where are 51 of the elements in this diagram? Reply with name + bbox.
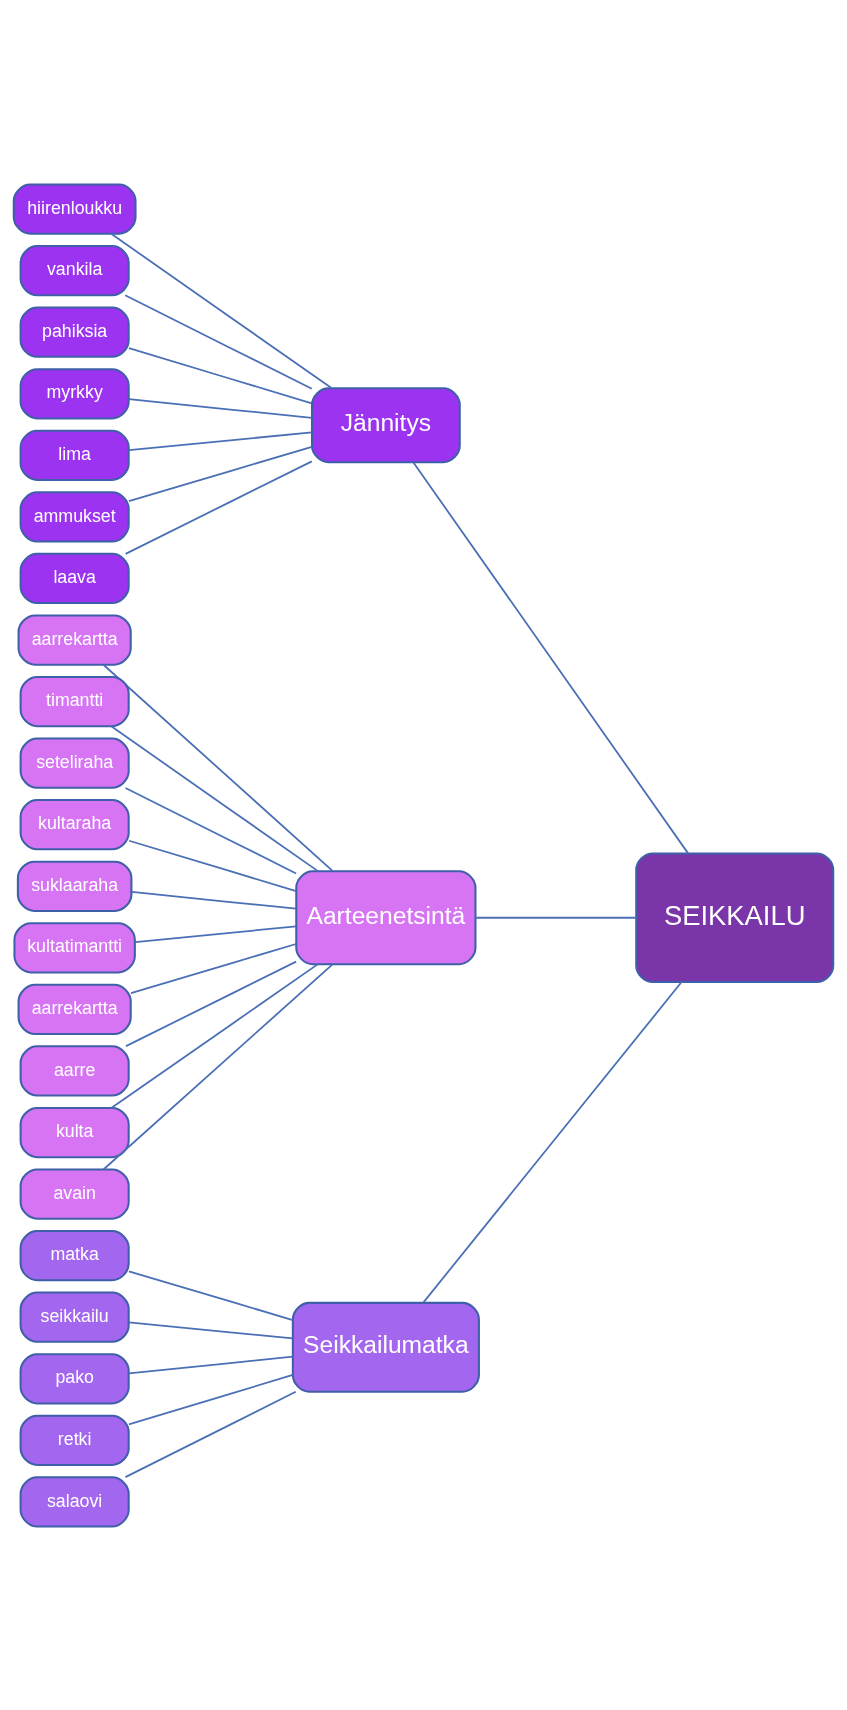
node-box: ammukset bbox=[19, 490, 130, 543]
connector bbox=[124, 293, 313, 390]
connector bbox=[128, 346, 313, 404]
node-box: retki bbox=[19, 1414, 130, 1466]
connector bbox=[412, 461, 689, 854]
node-box: SEIKKAILU bbox=[635, 851, 835, 983]
node-box: aarre bbox=[19, 1044, 130, 1097]
connector bbox=[128, 397, 313, 419]
connector bbox=[110, 232, 333, 389]
connector bbox=[124, 460, 313, 555]
node-box: seteliraha bbox=[19, 737, 130, 789]
connector bbox=[102, 962, 334, 1170]
node-box: pahiksia bbox=[19, 306, 130, 358]
node-box: kultatimantti bbox=[13, 921, 136, 973]
connector bbox=[110, 724, 319, 872]
connector bbox=[128, 445, 313, 502]
connector bbox=[128, 839, 297, 892]
node-box: suklaaraha bbox=[16, 860, 133, 912]
connector bbox=[474, 916, 637, 919]
connector bbox=[134, 924, 297, 943]
connector bbox=[124, 1390, 297, 1478]
connector bbox=[422, 980, 683, 1303]
node-box: Jännitys bbox=[310, 386, 461, 463]
node-box: myrkky bbox=[19, 367, 130, 419]
connector bbox=[124, 786, 297, 874]
node-box: laava bbox=[19, 552, 130, 604]
node-box: seikkailu bbox=[19, 1291, 130, 1343]
connector bbox=[102, 663, 334, 872]
connector bbox=[128, 1269, 294, 1321]
connector bbox=[125, 960, 297, 1047]
node-box: Seikkailumatka bbox=[291, 1301, 480, 1393]
connector bbox=[128, 1355, 294, 1374]
node-box: timantti bbox=[19, 675, 130, 727]
node-box: kulta bbox=[19, 1106, 130, 1158]
node-box: pako bbox=[19, 1352, 130, 1404]
node-box: aarrekartta bbox=[17, 983, 132, 1035]
node-box: kultaraha bbox=[19, 798, 130, 850]
node-box: aarrekartta bbox=[17, 613, 132, 666]
node-box: hiirenloukku bbox=[12, 182, 137, 235]
connector bbox=[131, 890, 297, 910]
connector bbox=[130, 942, 297, 994]
node-box: avain bbox=[19, 1167, 130, 1220]
connector bbox=[128, 430, 313, 451]
connector bbox=[110, 962, 319, 1109]
connector bbox=[128, 1320, 294, 1339]
node-box: salaovi bbox=[19, 1475, 130, 1528]
node-box: matka bbox=[19, 1229, 130, 1281]
node-box: lima bbox=[19, 429, 130, 481]
node-box: vankila bbox=[19, 244, 130, 296]
connector bbox=[128, 1373, 294, 1425]
node-box: Aarteenetsintä bbox=[295, 869, 477, 965]
